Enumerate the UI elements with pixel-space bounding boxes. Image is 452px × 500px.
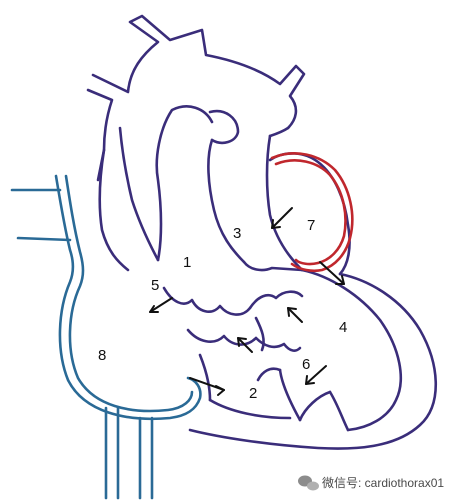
watermark: 微信号: cardiothorax01 — [298, 475, 444, 491]
great-vessel-column — [155, 105, 304, 272]
ventricle-wall — [188, 268, 437, 450]
flow-arrows — [149, 207, 345, 396]
label-5: 5 — [151, 277, 159, 294]
label-4: 4 — [339, 319, 347, 336]
right-atrium-outline — [10, 174, 202, 500]
label-1: 1 — [183, 254, 191, 271]
watermark-text: 微信号: cardiothorax01 — [322, 476, 444, 490]
label-2: 2 — [249, 385, 257, 402]
valve-cusps — [162, 286, 304, 352]
arrow-cusp-right — [287, 307, 303, 323]
aortic-arch — [86, 14, 306, 272]
label-7: 7 — [307, 217, 315, 234]
interventricular-septum — [198, 353, 292, 420]
left-atrial-appendage — [270, 152, 354, 273]
arrow-cusp-left — [237, 337, 253, 353]
arrow-5 — [149, 297, 173, 313]
number-labels: 1 2 3 4 5 6 7 8 — [98, 217, 347, 402]
wechat-icon — [298, 475, 319, 491]
label-8: 8 — [98, 347, 106, 364]
arrow-2 — [189, 377, 225, 396]
arrow-6 — [305, 365, 327, 385]
arrow-into-7 — [271, 207, 293, 229]
label-6: 6 — [302, 356, 310, 373]
arrow-7-out — [319, 261, 345, 285]
label-3: 3 — [233, 225, 241, 242]
